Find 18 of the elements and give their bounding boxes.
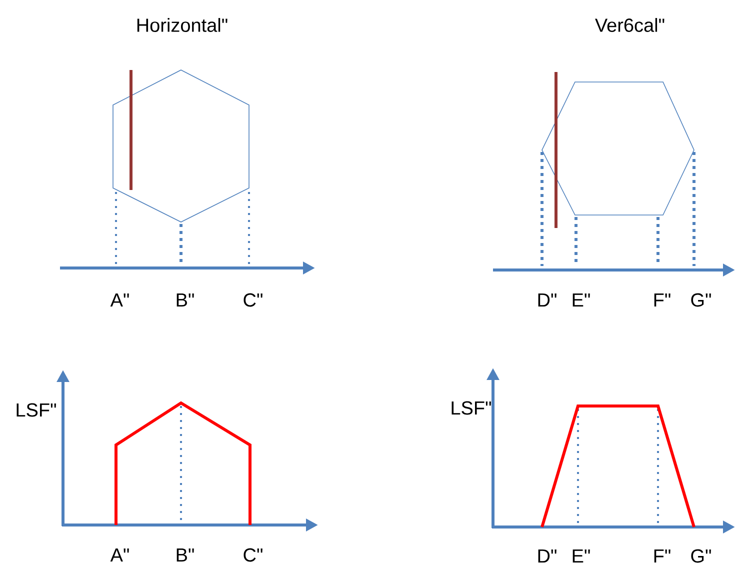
tick-label: A" <box>110 548 129 562</box>
panel-title: Horizontal" <box>137 18 228 32</box>
tick-label: B" <box>176 293 194 307</box>
axis-label: LSF" <box>452 401 491 415</box>
axis-label: LSF" <box>16 403 56 417</box>
tick-label: D" <box>538 549 556 563</box>
tick-label: B" <box>176 548 194 562</box>
tick-label: G" <box>691 293 711 307</box>
tick-label: F" <box>654 549 670 563</box>
panel-title: Ver6cal" <box>595 18 664 32</box>
tick-label: E" <box>572 549 590 563</box>
tick-label: G" <box>691 549 711 563</box>
tick-label: A" <box>110 293 129 307</box>
tick-label: C" <box>244 548 262 562</box>
tick-label: C" <box>244 293 262 307</box>
tick-label: E" <box>572 293 590 307</box>
tick-label: F" <box>654 293 670 307</box>
tick-label: D" <box>538 293 556 307</box>
